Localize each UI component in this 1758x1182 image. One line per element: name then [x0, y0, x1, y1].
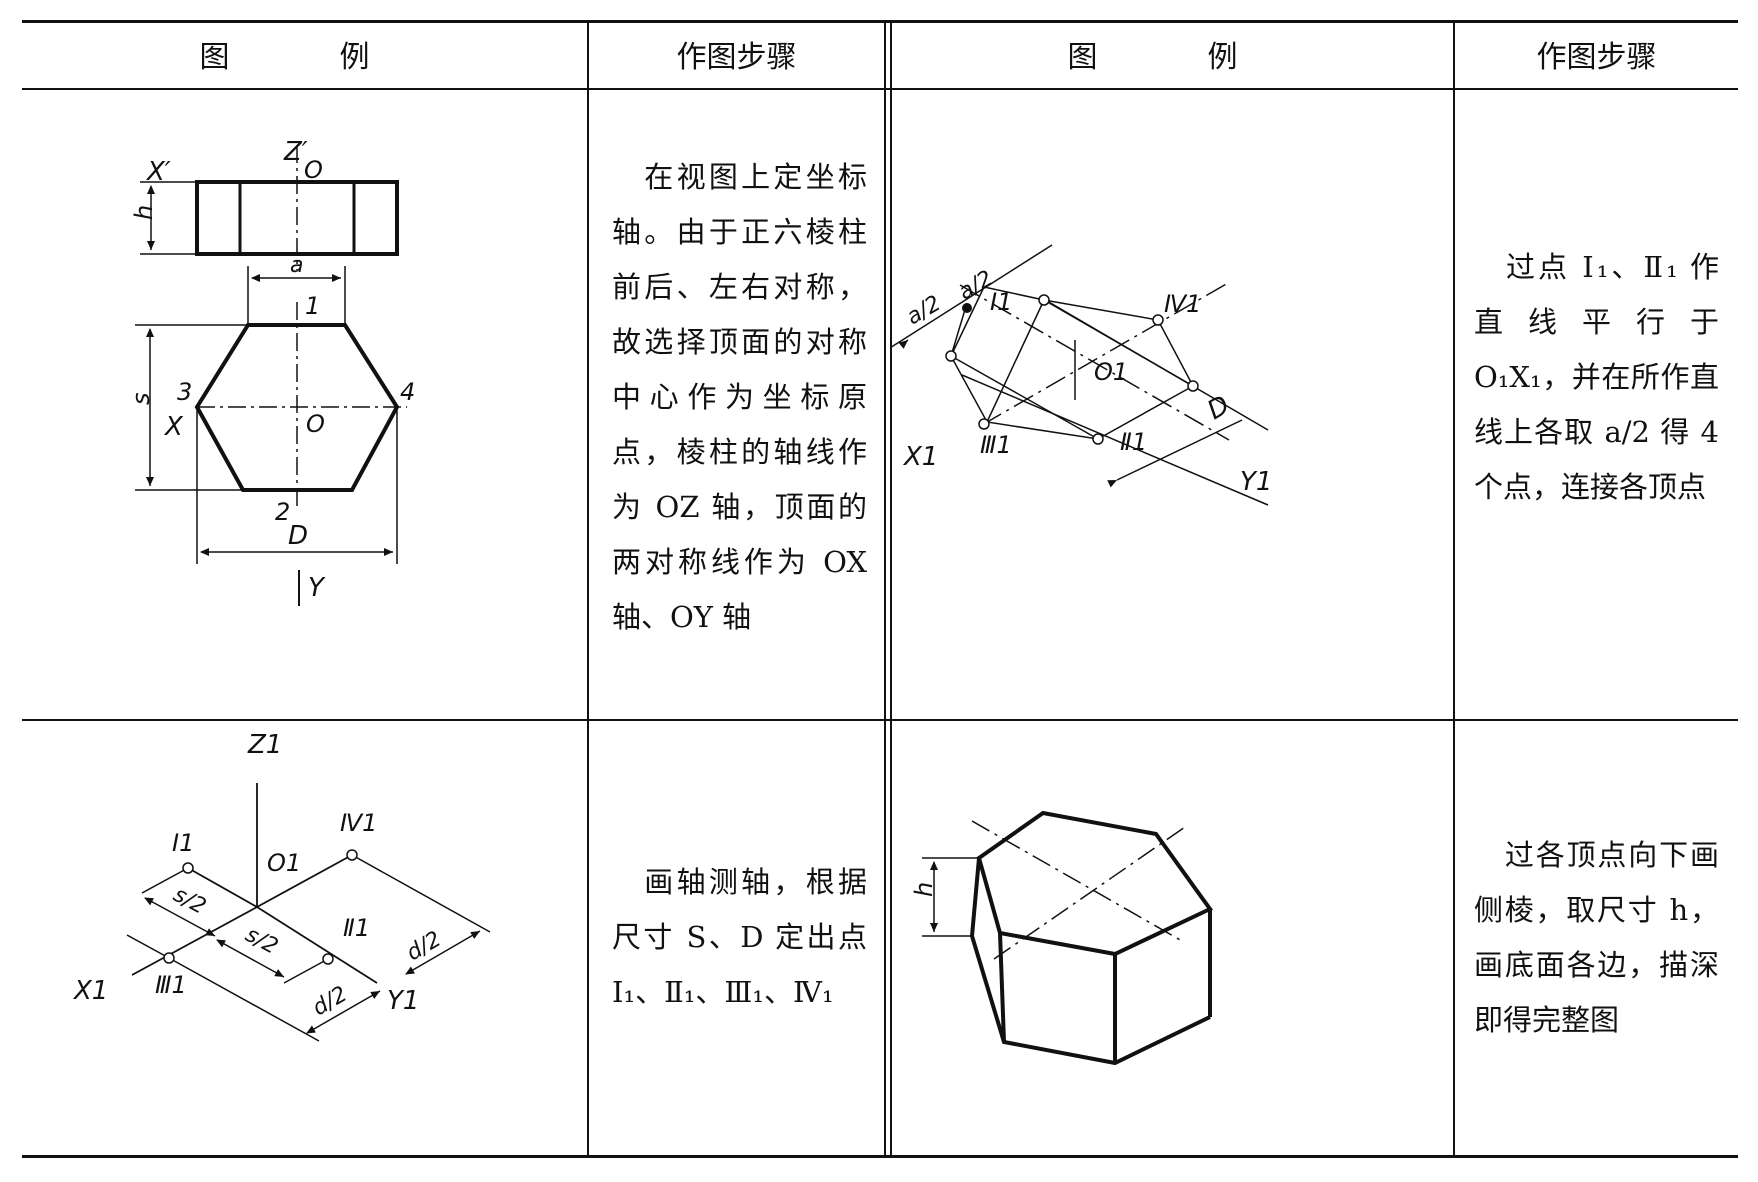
s2-dim-b	[216, 939, 285, 978]
a2-dimension-line	[898, 339, 909, 349]
figure-orthographic-views: X′ Z′ O h a s 1 2 3 4 X O D Y	[127, 137, 415, 606]
label-z-prime: Z′	[283, 137, 308, 167]
step-text-1: 在视图上定坐标轴。由于正六棱柱前后、左右对称，故选择顶面的对称中心作为坐标原点，…	[612, 150, 867, 645]
bottom-rule	[22, 1155, 1738, 1158]
top-rule	[22, 20, 1738, 23]
label-y1: Y1	[1240, 467, 1272, 497]
point-right	[1187, 380, 1199, 392]
iv1-line	[256, 854, 353, 908]
label-iii1: Ⅲ1	[980, 431, 1012, 459]
label-h: h	[130, 205, 158, 220]
hexagon-edge	[1043, 299, 1194, 387]
header-steps-right: 作图步骤	[1536, 40, 1657, 75]
step-3-paragraph: 画轴测轴，根据尺寸 S、D 定出点 Ⅰ₁、Ⅱ₁、Ⅲ₁、Ⅳ₁	[612, 865, 877, 1009]
d2-dim-upper	[405, 930, 481, 975]
label-x-prime: X′	[145, 157, 171, 187]
header-rule	[22, 88, 1738, 90]
row-divider	[22, 719, 1738, 721]
point-i1	[182, 862, 194, 874]
center-double-rule-b	[890, 20, 892, 1157]
side-edge	[998, 932, 1006, 1043]
s2-dim-a	[144, 897, 216, 937]
ii1-ext	[283, 958, 329, 984]
hexagon-outline	[950, 286, 1195, 440]
label-o: O	[306, 410, 325, 438]
figure-completed-prism: h	[910, 810, 1214, 1066]
label-d2b: d/2	[309, 982, 352, 1021]
label-a2-left: a/2	[903, 291, 946, 330]
label-point-1: 1	[305, 292, 320, 320]
header-figure-right: 图 例	[1067, 40, 1278, 75]
hexagon-edge	[986, 299, 1045, 423]
label-a: a	[290, 253, 303, 278]
step-text-4: 过各顶点向下画侧棱，取尺寸 h，画底面各边，描深即得完整图	[1474, 828, 1719, 1048]
label-d: D	[288, 521, 308, 551]
center-line	[971, 820, 1183, 942]
point-iv1	[1152, 314, 1164, 326]
label-y: Y	[308, 573, 326, 603]
label-d: D	[1203, 390, 1235, 426]
y1-axis	[256, 906, 378, 984]
label-x: X	[163, 412, 184, 442]
figure-axonometric-axes: Z1 Ⅰ1 O1 Ⅳ1 s/2 s/2 Ⅱ1 d/2 d/2 X1 Ⅲ1 Y1	[72, 730, 491, 1042]
point-iii1	[978, 418, 990, 430]
label-x1: X1	[902, 442, 938, 472]
label-point-2: 2	[275, 498, 290, 526]
label-z1: Z1	[247, 730, 282, 760]
label-iv1: Ⅳ1	[340, 809, 377, 837]
label-o1: O1	[1094, 358, 1128, 386]
label-iv1: Ⅳ1	[1164, 290, 1201, 318]
point-iv1	[346, 849, 358, 861]
point-upper	[1038, 294, 1050, 306]
label-point-3: 3	[177, 378, 192, 406]
label-i1: Ⅰ1	[990, 288, 1012, 316]
construction-table: 图 例 作图步骤 图 例 作图步骤 在视图上定坐标轴。由于正六棱柱前后、左右对称…	[22, 20, 1738, 1160]
label-point-4: 4	[400, 378, 415, 406]
x1-axis	[131, 906, 258, 976]
point-i1	[962, 303, 972, 313]
label-i1: Ⅰ1	[172, 829, 194, 857]
step-text-2: 过点 Ⅰ₁、Ⅱ₁ 作直线平行于 O₁X₁，并在所作直线上各取 a/2 得 4 个…	[1474, 240, 1719, 515]
header-steps-left: 作图步骤	[676, 40, 797, 75]
parallel-line	[892, 244, 1053, 348]
iv1-ext	[351, 854, 491, 933]
i1-line	[187, 867, 258, 908]
point-ii1	[1092, 433, 1104, 445]
label-iii1: Ⅲ1	[155, 971, 187, 999]
step-text-3: 画轴测轴，根据尺寸 S、D 定出点 Ⅰ₁、Ⅱ₁、Ⅲ₁、Ⅳ₁	[612, 855, 867, 1020]
s2-ext-b	[126, 934, 170, 959]
step-1-paragraph: 在视图上定坐标轴。由于正六棱柱前后、左右对称，故选择顶面的对称中心作为坐标原点，…	[612, 160, 877, 634]
prism-bottom-edges	[970, 935, 1211, 1066]
iii1-ext	[168, 957, 320, 1042]
label-o1: O1	[267, 849, 301, 877]
d2-dim-lower	[306, 990, 381, 1034]
d-dimension-line	[1107, 419, 1243, 488]
col-divider-3	[1453, 20, 1455, 1157]
label-h: h	[910, 882, 938, 897]
side-edge	[970, 857, 981, 937]
parallel-line	[961, 374, 1269, 506]
label-s: s	[127, 392, 155, 405]
step-4-paragraph: 过各顶点向下画侧棱，取尺寸 h，画底面各边，描深即得完整图	[1474, 838, 1719, 1037]
label-s2b: s/2	[241, 922, 282, 960]
s2-ext-a	[141, 867, 189, 894]
label-o-prime: O	[304, 156, 323, 184]
hexagon-edge	[950, 355, 1099, 440]
point-left	[945, 350, 957, 362]
point-ii1	[322, 953, 334, 965]
center-double-rule-a	[884, 20, 886, 1157]
label-x1: X1	[72, 976, 108, 1006]
figure-top-face-construction: a/2 a/2 Ⅰ1 Ⅳ1 O1 X1 Ⅲ1 Ⅱ1 D Y1	[892, 244, 1272, 506]
point-iii1	[163, 952, 175, 964]
label-ii1: Ⅱ1	[343, 914, 370, 942]
y1-axis	[959, 284, 1230, 441]
step-2-paragraph: 过点 Ⅰ₁、Ⅱ₁ 作直线平行于 O₁X₁，并在所作直线上各取 a/2 得 4 个…	[1474, 250, 1729, 504]
label-ii1: Ⅱ1	[1120, 428, 1147, 456]
col-divider-1	[587, 20, 589, 1157]
header-figure-left: 图 例	[199, 40, 410, 75]
label-d2a: d/2	[403, 927, 446, 966]
label-y1: Y1	[387, 986, 419, 1016]
